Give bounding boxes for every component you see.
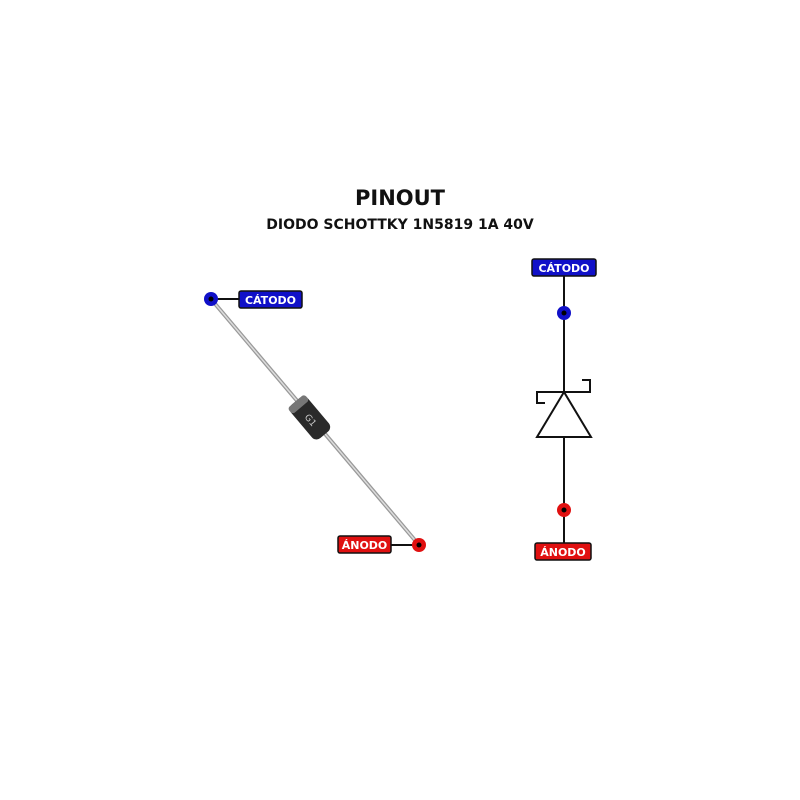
photo-anode-pin: ÁNODO: [337, 535, 426, 554]
symbol-cathode-label: CÁTODO: [538, 262, 589, 275]
photo-cathode-label: CÁTODO: [245, 294, 296, 307]
diode-photo: G1: [209, 297, 421, 547]
title: PINOUT: [354, 186, 445, 210]
symbol-anode-label: ÁNODO: [540, 546, 586, 559]
photo-cathode-pin: CÁTODO: [204, 290, 303, 309]
diode-body: G1: [288, 395, 331, 440]
symbol-anode-pin: ÁNODO: [534, 503, 592, 561]
symbol-cathode-pin: CÁTODO: [531, 258, 597, 320]
schottky-symbol: [535, 276, 593, 543]
subtitle: DIODO SCHOTTKY 1N5819 1A 40V: [266, 217, 534, 233]
photo-anode-label: ÁNODO: [342, 539, 388, 552]
